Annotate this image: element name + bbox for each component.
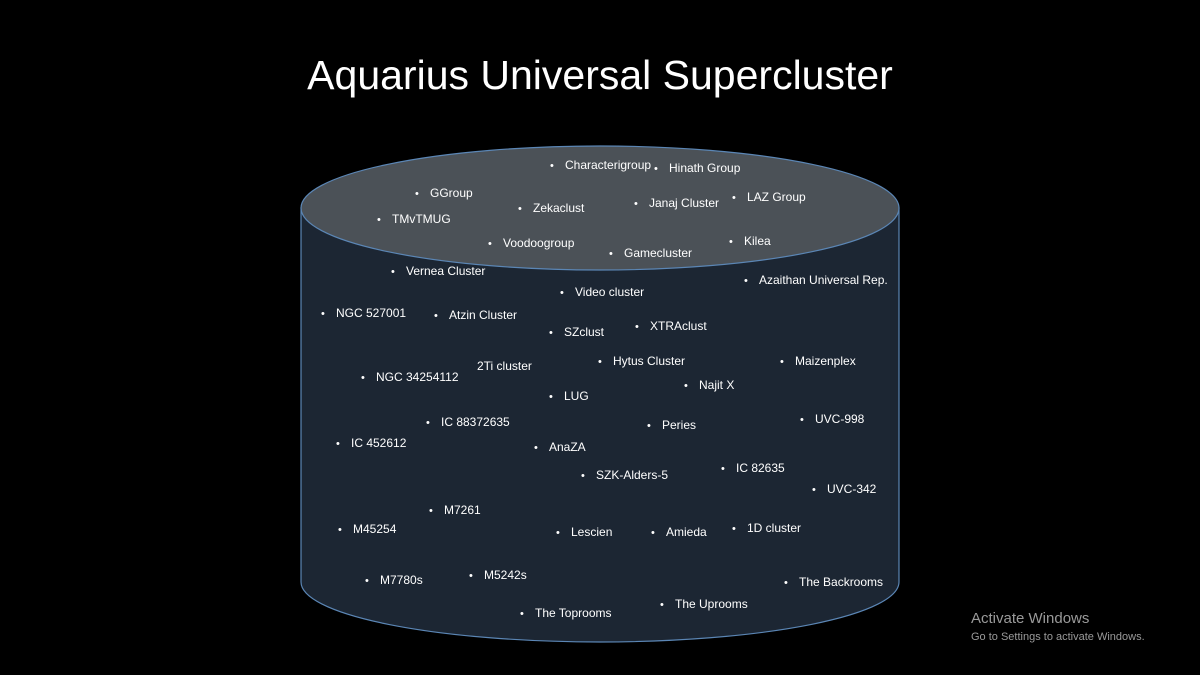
activation-watermark: Activate Windows Go to Settings to activ… xyxy=(971,610,1145,646)
cluster-azaithan-universal-rep: •Azaithan Universal Rep. xyxy=(744,273,888,287)
cluster-anaza: •AnaZA xyxy=(534,440,586,454)
cluster-m7261: •M7261 xyxy=(429,503,481,517)
cluster-gamecluster: •Gamecluster xyxy=(609,246,693,260)
cluster-szclust: •SZclust xyxy=(549,325,605,339)
cluster-maizenplex: •Maizenplex xyxy=(780,354,856,368)
cluster-xtraclust: •XTRAclust xyxy=(635,319,707,333)
cluster-peries: •Peries xyxy=(647,418,697,432)
cluster-zekaclust: •Zekaclust xyxy=(518,201,585,215)
cluster-characterigroup: •Characterigroup xyxy=(550,158,652,172)
cluster-atzin-cluster: •Atzin Cluster xyxy=(434,308,518,322)
cluster-szk-alders-5: •SZK-Alders-5 xyxy=(581,468,669,482)
cluster-ggroup: •GGroup xyxy=(415,186,473,200)
cluster-ic-452612: •IC 452612 xyxy=(336,436,407,450)
cluster-uvc-342: •UVC-342 xyxy=(812,482,877,496)
cluster-vernea-cluster: •Vernea Cluster xyxy=(391,264,486,278)
diagram-title: Aquarius Universal Supercluster xyxy=(307,52,893,98)
cluster-ic-88372635: •IC 88372635 xyxy=(426,415,510,429)
cylinder-body xyxy=(300,207,900,643)
cluster-ngc-34254112: •NGC 34254112 xyxy=(361,370,459,384)
cluster-uvc-998: •UVC-998 xyxy=(800,412,865,426)
cluster-m45254: •M45254 xyxy=(338,522,397,536)
cluster-m5242s: •M5242s xyxy=(469,568,527,582)
cluster-ngc-527001: •NGC 527001 xyxy=(321,306,407,320)
cylinder-top xyxy=(300,145,900,271)
cluster-hytus-cluster: •Hytus Cluster xyxy=(598,354,686,368)
cluster-1d-cluster: •1D cluster xyxy=(732,521,802,535)
cluster-video-cluster: •Video cluster xyxy=(560,285,645,299)
cluster-2ti-cluster: 2Ti cluster xyxy=(477,359,532,373)
cluster-ic-82635: •IC 82635 xyxy=(721,461,785,475)
cluster-hinath-group: •Hinath Group xyxy=(654,161,741,175)
cluster-lescien: •Lescien xyxy=(556,525,613,539)
cluster-the-uprooms: •The Uprooms xyxy=(660,597,748,611)
cluster-tmvtmug: •TMvTMUG xyxy=(377,212,451,226)
cluster-kilea: •Kilea xyxy=(729,234,771,248)
cluster-m7780s: •M7780s xyxy=(365,573,423,587)
cluster-voodoogroup: •Voodoogroup xyxy=(488,236,575,250)
watermark-title: Activate Windows xyxy=(971,610,1090,627)
cluster-janaj-cluster: •Janaj Cluster xyxy=(634,196,720,210)
cluster-the-toprooms: •The Toprooms xyxy=(520,606,612,620)
cluster-lug: •LUG xyxy=(549,389,589,403)
cluster-the-backrooms: •The Backrooms xyxy=(784,575,884,589)
watermark-subtitle: Go to Settings to activate Windows. xyxy=(971,631,1145,643)
cluster-amieda: •Amieda xyxy=(651,525,707,539)
cluster-laz-group: •LAZ Group xyxy=(732,190,806,204)
cluster-najit-x: •Najit X xyxy=(684,378,735,392)
